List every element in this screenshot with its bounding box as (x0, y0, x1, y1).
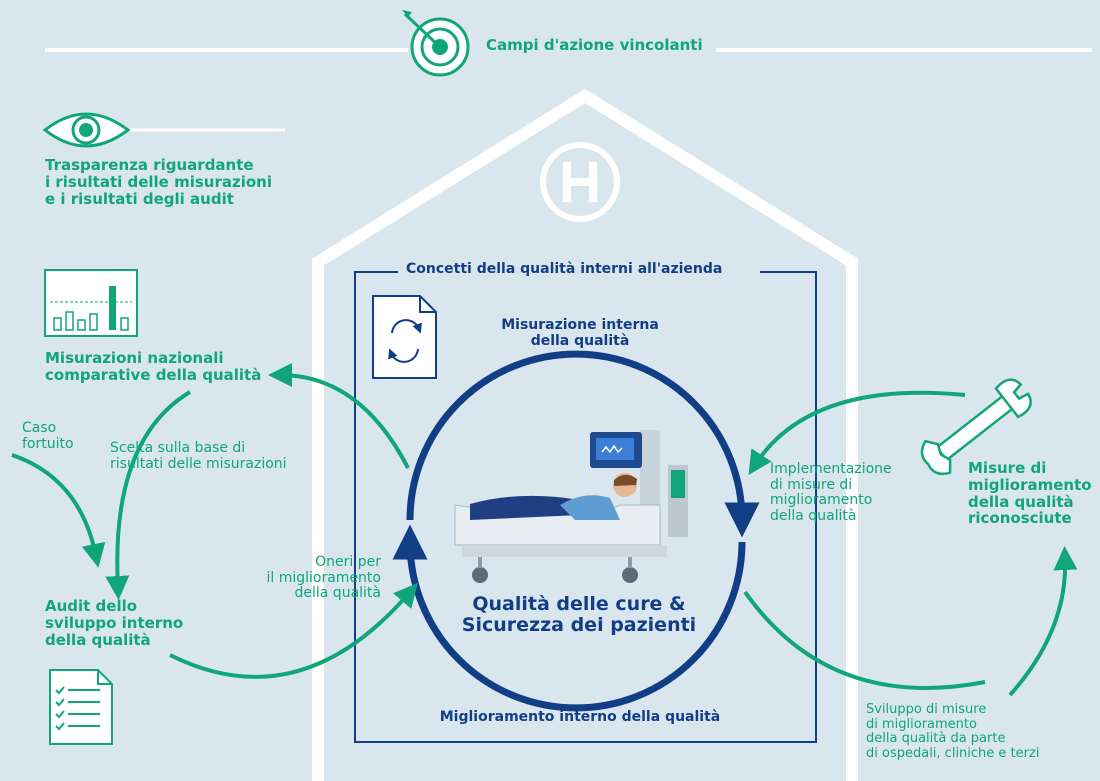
circle-arrow-bottom (392, 524, 746, 712)
improvement-label: Miglioramento interno della qualità (439, 709, 721, 725)
chance-label: Caso fortuito (22, 420, 74, 452)
eye-icon (42, 112, 285, 148)
inner-frame (354, 271, 817, 743)
transparency-label: Trasparenza riguardante i risultati dell… (45, 156, 272, 208)
development-label: Sviluppo di misure di miglioramento dell… (866, 702, 1040, 761)
implementation-label: Implementazione di misure di miglioramen… (770, 461, 892, 525)
arrow-development-to-recognized (1008, 546, 1078, 697)
circle-arrow-top (406, 350, 760, 538)
recognized-label: Misure di miglioramento della qualità ri… (968, 459, 1092, 528)
arrow-to-national (268, 363, 410, 469)
burden-label: Oneri per il miglioramento della qualità (266, 554, 381, 602)
arrow-to-implementation (748, 390, 966, 476)
hospital-h-icon (540, 142, 620, 222)
arrow-selection (105, 390, 192, 600)
house-outline (312, 88, 858, 781)
selection-label: Scelta sulla base di risultati delle mis… (110, 440, 287, 472)
document-refresh-icon (372, 295, 437, 379)
arrow-circle-to-development (743, 590, 986, 690)
hospital-bed-icon (454, 430, 688, 583)
arrow-audit-to-circle (169, 582, 418, 679)
national-label: Misurazioni nazionali comparative della … (45, 349, 262, 384)
arrow-chance (11, 453, 106, 568)
audit-label: Audit dello sviluppo interno della quali… (45, 597, 184, 649)
checklist-icon (49, 669, 113, 745)
center-label: Qualità delle cure & Sicurezza dei pazie… (461, 593, 697, 637)
header-title: Campi d'azione vincolanti (478, 37, 711, 54)
wrench-icon (920, 378, 1032, 476)
bar-chart-icon (44, 269, 138, 337)
frame-title: Concetti della qualità interni all'azien… (402, 261, 727, 278)
measurement-label: Misurazione interna della qualità (501, 317, 659, 349)
target-icon (402, 10, 470, 77)
